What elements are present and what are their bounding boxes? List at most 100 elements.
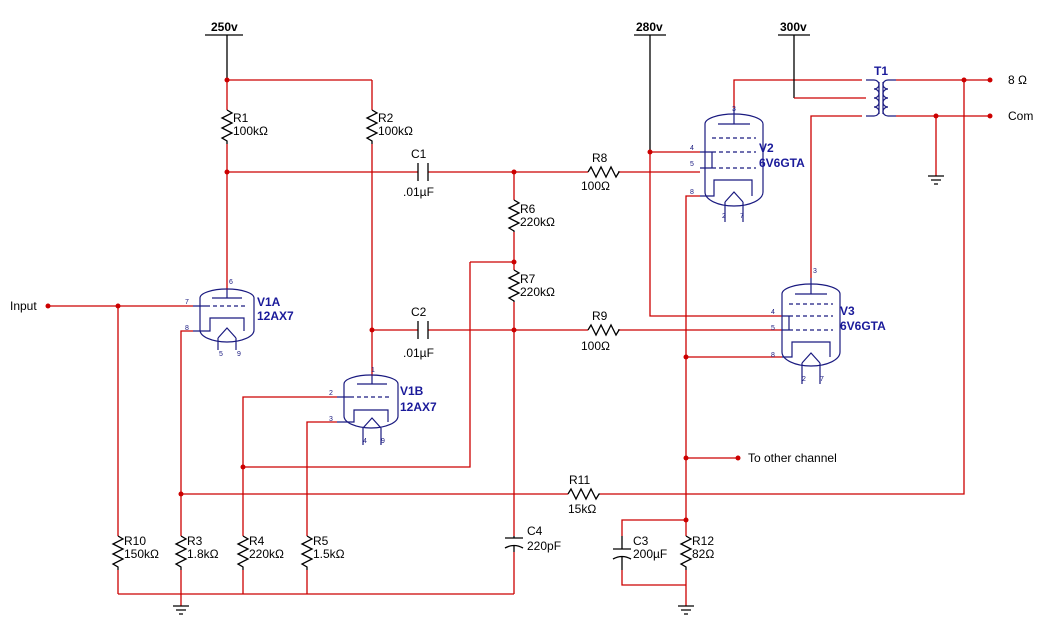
svg-text:9: 9 bbox=[237, 351, 241, 358]
r9-value: 100Ω bbox=[581, 339, 610, 353]
svg-text:8: 8 bbox=[771, 352, 775, 359]
svg-text:3: 3 bbox=[329, 416, 333, 423]
tube-v1a bbox=[193, 288, 255, 350]
supply-250v-label: 250v bbox=[211, 20, 238, 34]
svg-text:4: 4 bbox=[363, 438, 367, 445]
svg-text:3: 3 bbox=[813, 268, 817, 275]
svg-text:2: 2 bbox=[802, 376, 806, 383]
component-labels: R1 100kΩ R2 100kΩ R6 220kΩ R7 220kΩ R8 1… bbox=[124, 111, 714, 561]
to-other-channel-label: To other channel bbox=[748, 451, 837, 465]
v1a-ref: V1A bbox=[257, 295, 281, 309]
supply-labels: 250v 280v 300v bbox=[211, 20, 807, 34]
v2-type: 6V6GTA bbox=[759, 156, 805, 170]
r6-symbol bbox=[507, 199, 521, 232]
r1-ref: R1 bbox=[233, 111, 249, 125]
svg-text:5: 5 bbox=[771, 325, 775, 332]
r7-ref: R7 bbox=[520, 272, 536, 286]
supply-250v-bar bbox=[205, 34, 243, 80]
r10-ref: R10 bbox=[124, 534, 146, 548]
tube-labels: V1A 12AX7 V1B 12AX7 V2 6V6GTA V3 6V6GTA bbox=[257, 141, 886, 414]
svg-text:1: 1 bbox=[371, 367, 375, 374]
supply-280v-label: 280v bbox=[636, 20, 663, 34]
svg-text:4: 4 bbox=[690, 145, 694, 152]
c3-symbol bbox=[612, 536, 632, 570]
v3-type: 6V6GTA bbox=[840, 319, 886, 333]
v1b-type: 12AX7 bbox=[400, 400, 437, 414]
svg-text:3: 3 bbox=[732, 106, 736, 113]
c2-ref: C2 bbox=[411, 305, 427, 319]
r11-ref: R11 bbox=[569, 473, 590, 487]
r3-value: 1.8kΩ bbox=[187, 547, 219, 561]
svg-text:7: 7 bbox=[820, 376, 824, 383]
r8-value: 100Ω bbox=[581, 179, 610, 193]
r12-value: 82Ω bbox=[692, 547, 714, 561]
v2-ref: V2 bbox=[759, 141, 774, 155]
ground-symbols bbox=[173, 175, 944, 615]
c1-symbol bbox=[417, 163, 429, 181]
r10-symbol bbox=[111, 535, 125, 570]
r8-symbol bbox=[587, 165, 621, 179]
tube-v1b bbox=[337, 374, 399, 445]
ground-icon bbox=[173, 605, 189, 615]
tube-v2 bbox=[700, 108, 764, 222]
c1-ref: C1 bbox=[411, 147, 427, 161]
svg-text:5: 5 bbox=[690, 161, 694, 168]
svg-text:9: 9 bbox=[381, 438, 385, 445]
v1a-type: 12AX7 bbox=[257, 309, 294, 323]
c4-value: 220pF bbox=[527, 539, 561, 553]
svg-text:7: 7 bbox=[740, 213, 744, 220]
r5-symbol bbox=[300, 535, 314, 570]
svg-text:2: 2 bbox=[722, 213, 726, 220]
r3-ref: R3 bbox=[187, 534, 203, 548]
r12-ref: R12 bbox=[692, 534, 714, 548]
wires bbox=[48, 34, 990, 606]
c3-ref: C3 bbox=[633, 534, 649, 548]
r4-symbol bbox=[236, 535, 250, 570]
c3-value: 200µF bbox=[633, 547, 667, 561]
r8-ref: R8 bbox=[592, 151, 608, 165]
v1b-ref: V1B bbox=[400, 384, 424, 398]
svg-text:5: 5 bbox=[219, 351, 223, 358]
svg-text:2: 2 bbox=[329, 390, 333, 397]
svg-text:6: 6 bbox=[229, 279, 233, 286]
c1-value: .01µF bbox=[403, 185, 434, 199]
r12-symbol bbox=[679, 535, 693, 570]
svg-text:8: 8 bbox=[690, 189, 694, 196]
r9-symbol bbox=[587, 323, 621, 337]
io-labels: Input 8 Ω Com To other channel bbox=[10, 73, 1033, 465]
r2-value: 100kΩ bbox=[378, 124, 413, 138]
v3-ref: V3 bbox=[840, 304, 855, 318]
r9-ref: R9 bbox=[592, 309, 608, 323]
input-label: Input bbox=[10, 299, 37, 313]
resistor-symbols bbox=[111, 109, 693, 570]
output-com-label: Com bbox=[1008, 109, 1033, 123]
r6-value: 220kΩ bbox=[520, 215, 555, 229]
r6-ref: R6 bbox=[520, 202, 536, 216]
c4-ref: C4 bbox=[527, 524, 543, 538]
r5-value: 1.5kΩ bbox=[313, 547, 345, 561]
transformer-t1: T1 bbox=[866, 64, 896, 117]
r2-ref: R2 bbox=[378, 111, 394, 125]
r4-ref: R4 bbox=[249, 534, 265, 548]
c2-value: .01µF bbox=[403, 346, 434, 360]
r3-symbol bbox=[174, 535, 188, 570]
ground-icon bbox=[928, 175, 944, 185]
r11-value: 15kΩ bbox=[568, 502, 596, 516]
r11-symbol bbox=[567, 487, 600, 501]
r4-value: 220kΩ bbox=[249, 547, 284, 561]
r1-value: 100kΩ bbox=[233, 124, 268, 138]
r1-symbol bbox=[220, 109, 234, 144]
output-8ohm-label: 8 Ω bbox=[1008, 73, 1027, 87]
supply-300v-label: 300v bbox=[780, 20, 807, 34]
t1-label: T1 bbox=[874, 64, 888, 78]
ground-icon bbox=[678, 605, 694, 615]
svg-text:7: 7 bbox=[185, 299, 189, 306]
svg-text:4: 4 bbox=[771, 309, 775, 316]
c2-symbol bbox=[417, 321, 429, 339]
r10-value: 150kΩ bbox=[124, 547, 159, 561]
tube-v3 bbox=[781, 278, 841, 384]
r7-value: 220kΩ bbox=[520, 285, 555, 299]
tube-pin-numbers: 6 7 8 5 9 1 2 3 4 9 3 4 5 8 2 7 3 4 5 8 … bbox=[185, 106, 824, 445]
r2-symbol bbox=[365, 109, 379, 144]
